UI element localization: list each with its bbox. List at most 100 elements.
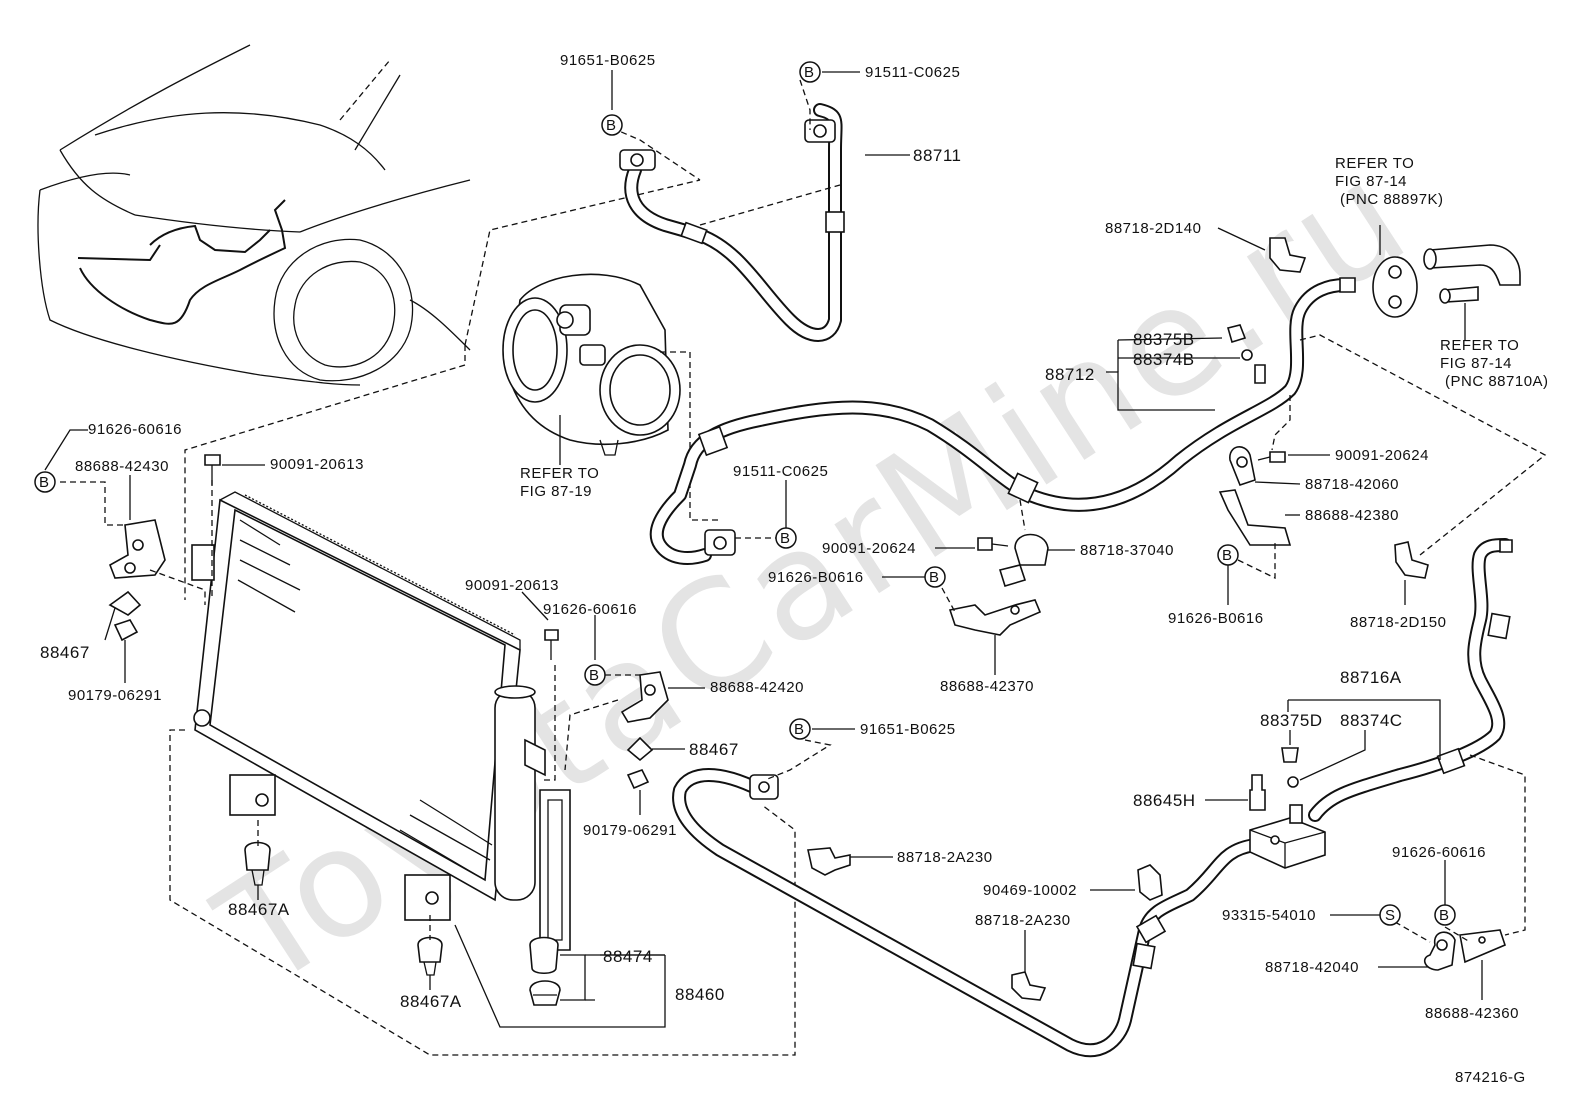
- leader-88375B-88374B: [1117, 337, 1240, 372]
- service-port-block: [1249, 804, 1326, 869]
- leader-compressor-hose: [660, 351, 720, 521]
- label-88716a: 88716A: [1340, 668, 1402, 687]
- b-marker-91626-b0616-mid: B: [924, 566, 946, 588]
- svg-text:B: B: [929, 569, 939, 586]
- bracket-88688-42380: [1218, 489, 1292, 546]
- label-91626-b0616-mid: 91626-B0616: [768, 569, 864, 586]
- label-88718-2d140: 88718-2D140: [1105, 220, 1201, 237]
- cap-88375D: [1281, 747, 1299, 763]
- vehicle-outline-illustration: [37, 44, 471, 386]
- leader-90091-mid: [521, 591, 549, 621]
- pipe-88712: [649, 277, 1356, 565]
- valve-88374B: [1241, 349, 1253, 361]
- bolt-90091-20624-right: [1257, 451, 1286, 463]
- label-93315-54010: 93315-54010: [1222, 907, 1316, 924]
- svg-text:FIG 87-14: FIG 87-14: [1335, 173, 1407, 190]
- svg-text:B: B: [780, 530, 790, 547]
- leader-88474: [560, 954, 586, 1001]
- b-marker-left: B: [34, 471, 56, 493]
- b-marker-bottom-right: B: [1434, 904, 1456, 926]
- svg-text:B: B: [39, 474, 49, 491]
- leader-91626-left: [44, 429, 88, 471]
- label-88688-42430: 88688-42430: [75, 458, 169, 475]
- bolt-90091-20613-mid: [544, 629, 559, 660]
- nut-88467-mid: [626, 736, 654, 790]
- b-marker-top-left: B: [601, 114, 623, 136]
- label-88645h: 88645H: [1133, 791, 1196, 810]
- hose-88711: [619, 103, 845, 342]
- label-88718-2a230-a: 88718-2A230: [897, 849, 993, 866]
- switch-88645H: [1249, 774, 1266, 811]
- ref-line-1: REFER TO: [520, 465, 599, 482]
- label-88467-mid: 88467: [689, 740, 739, 759]
- svg-text:B: B: [1439, 907, 1449, 924]
- leader-88712: [1106, 371, 1215, 411]
- label-90091-20624-right: 90091-20624: [1335, 447, 1429, 464]
- leader-88718-42060: [1254, 481, 1301, 485]
- label-88688-42420: 88688-42420: [710, 679, 804, 696]
- clip-90469-10002: [1137, 864, 1163, 901]
- receiver-dryer: [494, 685, 546, 901]
- svg-text:B: B: [794, 721, 804, 738]
- label-91651-b0625-low: 91651-B0625: [860, 721, 956, 738]
- label-88718-42060: 88718-42060: [1305, 476, 1399, 493]
- mount-88467A-2: [417, 936, 443, 976]
- label-88460: 88460: [675, 985, 725, 1004]
- ref-right-text: REFER TO FIG 87-14 (PNC 88710A): [1440, 337, 1548, 390]
- svg-text:FIG 87-14: FIG 87-14: [1440, 355, 1512, 372]
- pipe-fitting-block: [1372, 244, 1521, 318]
- label-91626-60616-mid: 91626-60616: [543, 601, 637, 618]
- label-90091-20613-left: 90091-20613: [270, 456, 364, 473]
- leader-88716A: [1288, 699, 1441, 760]
- s-marker-bottom-right: S: [1379, 904, 1401, 926]
- bolt-90091-20624-mid: [977, 537, 1009, 551]
- bracket-88688-42360: [1459, 929, 1506, 964]
- label-88712: 88712: [1045, 365, 1095, 384]
- svg-text:B: B: [1222, 547, 1232, 564]
- label-88718-2a230-b: 88718-2A230: [975, 912, 1071, 929]
- label-88718-37040: 88718-37040: [1080, 542, 1174, 559]
- svg-text:REFER TO: REFER TO: [1335, 155, 1414, 172]
- label-88718-2d150: 88718-2D150: [1350, 614, 1446, 631]
- leader-clamp-right: [1271, 395, 1291, 451]
- label-90179-06291-left: 90179-06291: [68, 687, 162, 704]
- cap-88375B: [1227, 324, 1247, 344]
- valve-88374C: [1287, 776, 1299, 788]
- ref-line-2: FIG 87-19: [520, 483, 592, 500]
- label-88688-42360: 88688-42360: [1425, 1005, 1519, 1022]
- label-88474: 88474: [603, 947, 653, 966]
- compressor: [502, 273, 681, 456]
- label-88718-42040: 88718-42040: [1265, 959, 1359, 976]
- clamp-88718-37040: [998, 533, 1049, 587]
- label-88374c: 88374C: [1340, 711, 1403, 730]
- bolt-90091-20613-left: [204, 454, 221, 485]
- label-91651-b0625-top: 91651-B0625: [560, 52, 656, 69]
- ref-top-right-text: REFER TO FIG 87-14 (PNC 88897K): [1335, 155, 1444, 208]
- leader-b-91511-top: [799, 79, 811, 130]
- leader-88711-dash: [699, 184, 841, 226]
- label-88711: 88711: [913, 146, 962, 165]
- label-88375b: 88375B: [1133, 330, 1195, 349]
- pipe-88716A: [672, 538, 1513, 1058]
- b-marker-mid: B: [584, 664, 606, 686]
- label-90091-20613-mid: 90091-20613: [465, 577, 559, 594]
- label-88467-left: 88467: [40, 643, 90, 662]
- leader-88718-2D140: [1217, 227, 1266, 251]
- svg-text:(PNC 88897K): (PNC 88897K): [1340, 191, 1444, 208]
- ref-compressor-text: REFER TO FIG 87-19: [520, 465, 599, 500]
- label-91511-c0625-top: 91511-C0625: [865, 64, 960, 81]
- svg-text:B: B: [589, 667, 599, 684]
- leader-88374C: [1299, 730, 1366, 781]
- clamp-88718-42040: [1423, 931, 1456, 971]
- b-marker-top-right: B: [799, 61, 821, 83]
- label-88688-42370: 88688-42370: [940, 678, 1034, 695]
- clamp-88718-2D140: [1269, 237, 1307, 273]
- label-91626-b0616-right: 91626-B0616: [1168, 610, 1264, 627]
- b-marker-91651-low: B: [789, 718, 811, 740]
- clamp-88718-2A230-a: [807, 847, 851, 876]
- clamp-88718-2A230-b: [1011, 971, 1047, 1001]
- clamp-88718-2D150: [1394, 541, 1429, 579]
- label-88467A-2: 88467A: [400, 992, 462, 1011]
